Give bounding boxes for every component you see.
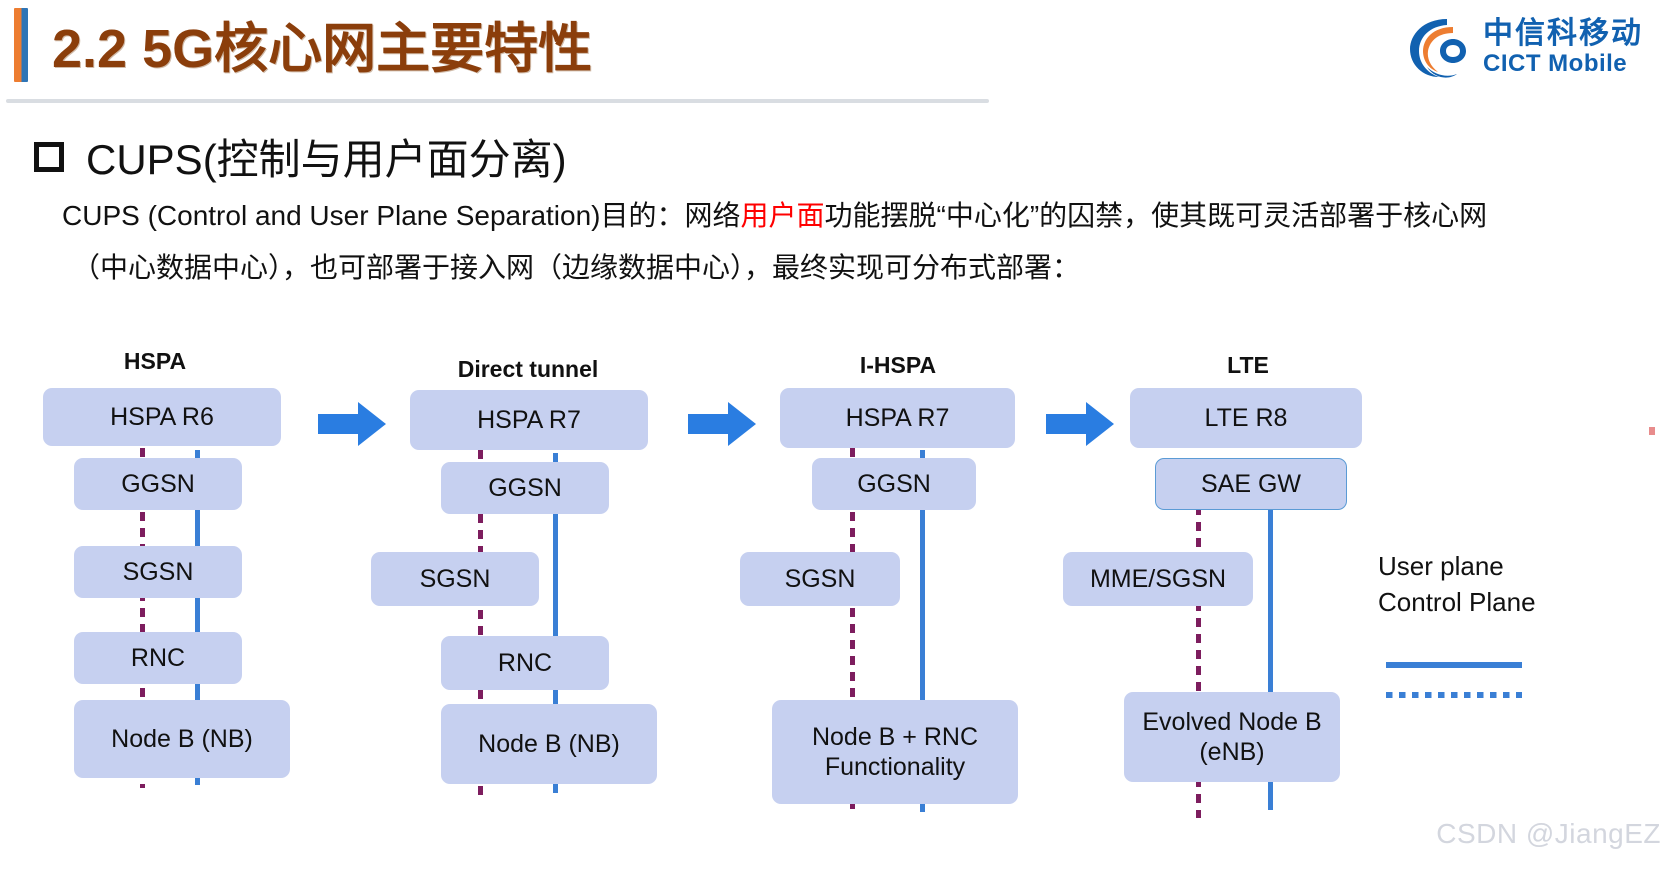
body-line-1-part-a: CUPS (Control and User Plane Separation)… [62,200,741,231]
body-line-1-part-b: 功能摆脱“中心化”的囚禁，使其既可灵活部署于核心网 [824,200,1488,231]
node-box-sae-gw[interactable]: SAE GW [1155,458,1347,510]
node-box-ggsn-col2[interactable]: GGSN [441,462,609,514]
header-divider [6,99,989,103]
node-box-sgsn-col2[interactable]: SGSN [371,552,539,606]
node-box-hspa-r7-col3[interactable]: HSPA R7 [780,388,1015,448]
diagram-legend: User plane Control Plane [1378,548,1658,698]
control-plane-line-col1 [140,448,145,788]
control-plane-line-col3 [850,448,855,816]
title-accent-bar [14,8,28,82]
node-box-rnc-col2[interactable]: RNC [441,636,609,690]
user-plane-line-col2 [553,453,558,793]
stray-red-mark [1649,427,1655,435]
logo-english-name: CICT Mobile [1483,49,1628,77]
hollow-square-bullet-icon [34,141,64,172]
node-box-sgsn-col1[interactable]: SGSN [74,546,242,598]
node-box-nodeb-col2[interactable]: Node B (NB) [441,704,657,784]
node-box-nodeb-rnc-col3[interactable]: Node B + RNC Functionality [772,700,1018,804]
bullet-heading-text: CUPS(控制与用户面分离) [86,136,567,183]
node-box-hspa-r6[interactable]: HSPA R6 [43,388,281,446]
node-box-mme-sgsn[interactable]: MME/SGSN [1063,552,1253,606]
column-title-hspa: HSPA [123,348,187,374]
node-box-ggsn-col1[interactable]: GGSN [74,458,242,510]
node-box-ggsn-col3[interactable]: GGSN [812,458,976,510]
user-plane-line-col4 [1268,458,1273,810]
flow-arrow-2 [688,402,756,446]
node-box-nodeb-col1[interactable]: Node B (NB) [74,700,290,778]
body-paragraph: CUPS (Control and User Plane Separation)… [62,190,1662,294]
node-box-sgsn-col3[interactable]: SGSN [740,552,900,606]
column-title-i-hspa: I-HSPA [859,352,937,378]
flow-arrow-1 [318,402,386,446]
slide-header: 2.2 5G核心网主要特性 中信科移动 CICT Mobile [0,0,1679,110]
cict-swoosh-logo-mark [1410,19,1466,78]
node-box-lte-r8[interactable]: LTE R8 [1130,388,1362,448]
logo-chinese-name: 中信科移动 [1483,16,1643,50]
body-line-2: （中心数据中心），也可部署于接入网（边缘数据中心），最终实现可分布式部署： [72,252,1081,283]
legend-label-user-plane: User plane [1378,551,1504,581]
node-box-hspa-r7-col2[interactable]: HSPA R7 [410,390,648,450]
legend-swatch-control-plane [1386,692,1522,698]
cict-mobile-logo: 中信科移动 CICT Mobile [1403,8,1661,86]
node-box-rnc-col1[interactable]: RNC [74,632,242,684]
body-line-1: CUPS (Control and User Plane Separation)… [62,190,1662,242]
csdn-watermark: CSDN @JiangEZ [1436,818,1661,849]
column-title-lte: LTE [1227,352,1269,378]
page-title: 2.2 5G核心网主要特性 [52,19,593,79]
legend-label-control-plane: Control Plane [1378,587,1536,617]
legend-swatch-user-plane [1386,662,1522,668]
logo-text-block: 中信科移动 CICT Mobile [1483,16,1643,77]
bullet-heading-row: CUPS(控制与用户面分离) [34,126,567,187]
control-plane-line-col4 [1196,458,1201,818]
body-highlight-user-plane: 用户面 [740,200,825,231]
user-plane-line-col1 [195,450,200,785]
flow-arrow-3 [1046,402,1114,446]
column-title-direct-tunnel: Direct tunnel [457,356,599,382]
user-plane-line-col3 [920,450,925,812]
control-plane-line-col2 [478,450,483,798]
cups-evolution-diagram: HSPA HSPA R6 GGSN SGSN RNC Node B (NB) D… [0,330,1679,830]
node-box-evolved-nodeb[interactable]: Evolved Node B (eNB) [1124,692,1340,782]
